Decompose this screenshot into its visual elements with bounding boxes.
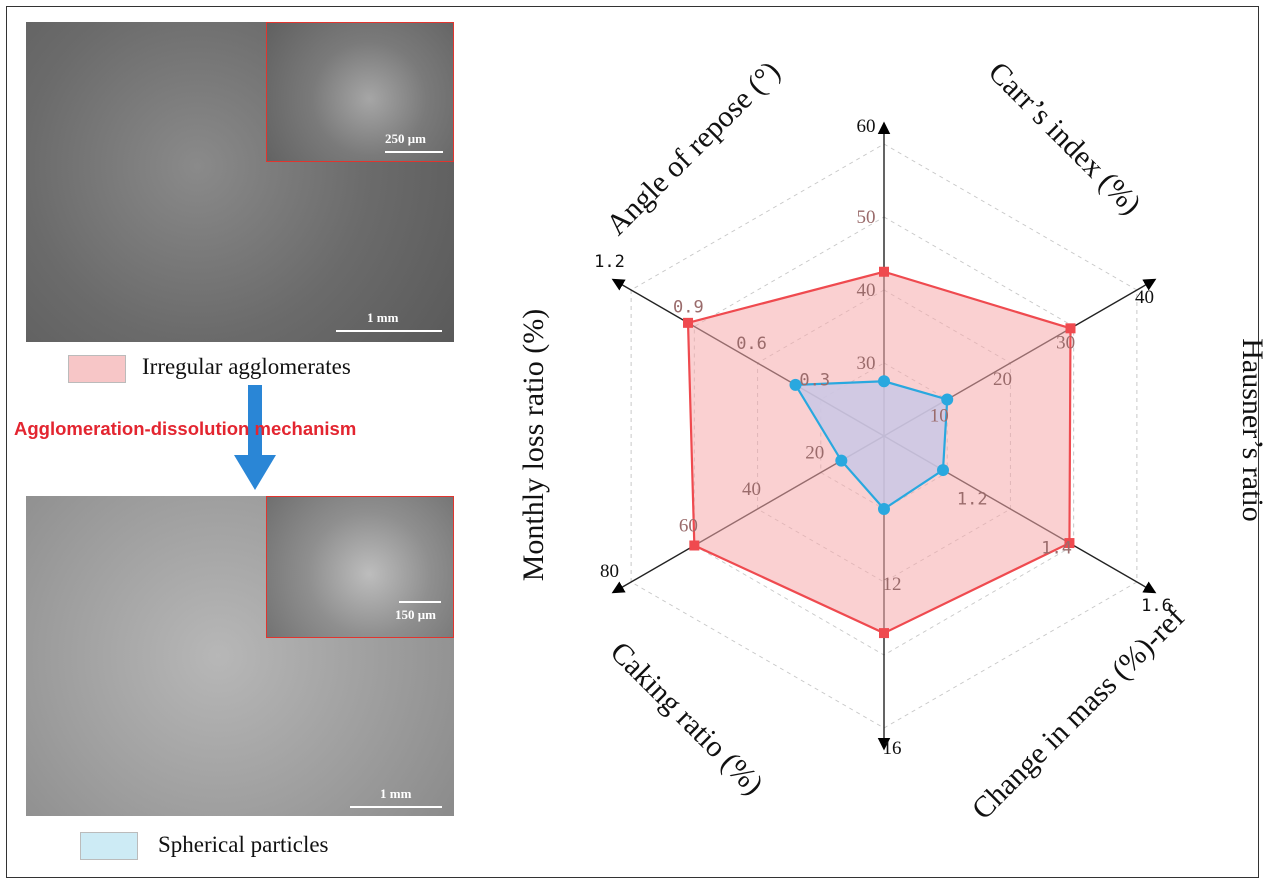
data-point bbox=[1065, 323, 1076, 334]
tick-label: 50 bbox=[857, 207, 876, 228]
tick-label: 1.2 bbox=[594, 252, 625, 272]
inset-scale-label: 250 μm bbox=[385, 131, 426, 146]
tick-label: 0.6 bbox=[736, 334, 767, 354]
axis-title: Monthly loss ratio (%) bbox=[517, 309, 550, 581]
tick-label: 80 bbox=[600, 561, 619, 582]
data-point bbox=[683, 317, 694, 328]
tick-label: 1.6 bbox=[1141, 596, 1172, 616]
axis-title: Caking ratio (%) bbox=[604, 635, 770, 801]
data-point bbox=[879, 628, 889, 639]
axis-title: Hausner’s ratio bbox=[1236, 338, 1267, 522]
legend-swatch-spherical bbox=[80, 832, 138, 860]
axis-title: Carr’s index (%) bbox=[982, 56, 1148, 222]
inset-scale-bar bbox=[399, 601, 441, 603]
tick-label: 0.9 bbox=[673, 298, 704, 318]
sem-image-irregular: 250 μm 1 mm bbox=[26, 22, 454, 342]
main-scale-label: 1 mm bbox=[380, 786, 412, 801]
data-point bbox=[835, 454, 848, 467]
tick-label: 10 bbox=[930, 406, 949, 427]
radar-ticks: 30 40 50 60 10 20 30 40 1.2 1.4 1.6 12 16 20 40 60 80 0.3… bbox=[594, 116, 1172, 759]
data-point bbox=[878, 503, 890, 515]
data-point bbox=[878, 375, 890, 388]
data-point bbox=[937, 464, 950, 477]
tick-label: 40 bbox=[742, 479, 761, 500]
legend-swatch-irregular bbox=[68, 355, 126, 383]
tick-label: 60 bbox=[679, 516, 698, 537]
legend-label-spherical: Spherical particles bbox=[158, 832, 329, 857]
axis-title: Angle of repose (°) bbox=[600, 55, 787, 242]
tick-label: 30 bbox=[857, 353, 876, 374]
tick-label: 40 bbox=[857, 280, 876, 301]
data-point bbox=[689, 540, 700, 551]
data-point bbox=[1064, 538, 1075, 549]
tick-label: 20 bbox=[805, 443, 824, 464]
tick-label: 40 bbox=[1135, 287, 1154, 308]
data-point bbox=[941, 393, 954, 406]
tick-label: 1.2 bbox=[957, 490, 988, 510]
tick-label: 12 bbox=[883, 574, 902, 595]
legend-label-irregular: Irregular agglomerates bbox=[142, 354, 351, 379]
tick-label: 60 bbox=[857, 116, 876, 137]
inset-zoom-irregular: 250 μm bbox=[266, 22, 454, 162]
tick-label: 16 bbox=[883, 738, 902, 759]
mechanism-label: Agglomeration-dissolution mechanism bbox=[14, 418, 357, 439]
tick-label: 1.4 bbox=[1041, 538, 1072, 558]
inset-scale-label: 150 μm bbox=[395, 607, 436, 622]
tick-label: 20 bbox=[993, 369, 1012, 390]
data-point bbox=[879, 266, 889, 277]
mechanism-arrow bbox=[234, 385, 276, 490]
main-scale-label: 1 mm bbox=[367, 310, 399, 325]
tick-label: 0.3 bbox=[799, 371, 830, 391]
inset-scale-bar bbox=[385, 151, 443, 153]
radar-series bbox=[683, 266, 1076, 639]
inset-zoom-spherical: 150 μm bbox=[266, 496, 454, 638]
axis-title: Change in mass (%)-ref bbox=[966, 601, 1191, 826]
main-scale-bar bbox=[336, 330, 442, 332]
sem-image-spherical: 150 μm 1 mm bbox=[26, 496, 454, 816]
main-scale-bar bbox=[350, 806, 442, 808]
data-point bbox=[789, 378, 802, 391]
tick-label: 30 bbox=[1056, 333, 1075, 354]
figure-frame bbox=[6, 6, 1259, 878]
